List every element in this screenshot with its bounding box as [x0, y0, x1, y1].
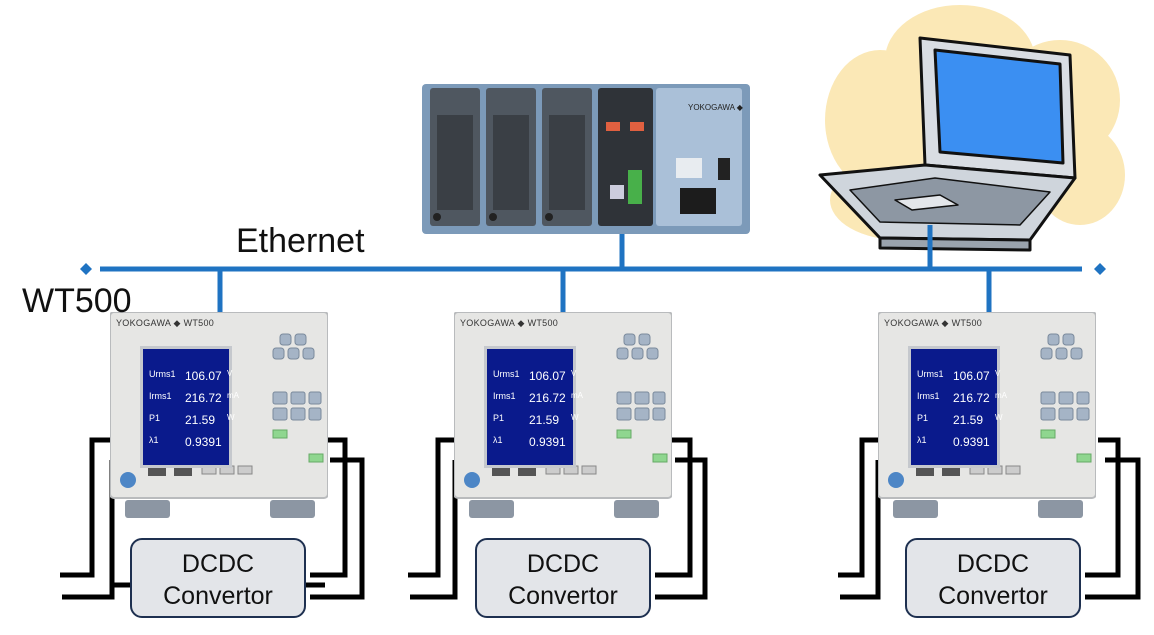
- converter-line1: DCDC: [181, 550, 255, 578]
- reading-row: Urms1 106.07 V: [149, 369, 232, 383]
- reading-name: P1: [917, 413, 929, 423]
- reading-unit: mA: [995, 391, 1007, 400]
- converter-line2: Convertor: [163, 582, 273, 610]
- reading-value: 106.07: [953, 369, 990, 383]
- reading-name: Urms1: [149, 369, 176, 379]
- reading-name: Irms1: [917, 391, 940, 401]
- dcdc-converter-box: DCDC Convertor: [130, 538, 306, 618]
- power-analyzer-icon: YOKOGAWA ◆ WT500 Urms1 106.07 V Irms1 216.7…: [454, 312, 672, 518]
- reading-row: P1 21.59 W: [149, 413, 235, 427]
- reading-name: λ1: [149, 435, 159, 445]
- reading-name: P1: [493, 413, 505, 423]
- converter-line1: DCDC: [526, 550, 600, 578]
- reading-name: Irms1: [149, 391, 172, 401]
- analyzer-brand: YOKOGAWA ◆ WT500: [460, 318, 559, 328]
- reading-unit: mA: [571, 391, 583, 400]
- reading-row: λ1 0.9391: [917, 435, 993, 449]
- reading-name: Urms1: [493, 369, 520, 379]
- dcdc-converter-box: DCDC Convertor: [475, 538, 651, 618]
- reading-name: λ1: [493, 435, 503, 445]
- analyzer-brand: YOKOGAWA ◆ WT500: [116, 318, 215, 328]
- reading-unit: mA: [227, 391, 239, 400]
- analyzer-brand: YOKOGAWA ◆ WT500: [884, 318, 983, 328]
- power-analyzer-icon: YOKOGAWA ◆ WT500 Urms1 106.07 V Irms1 216.7…: [878, 312, 1096, 518]
- reading-row: Urms1 106.07 V: [917, 369, 1000, 383]
- reading-unit: W: [571, 413, 579, 422]
- cables: [60, 437, 1141, 600]
- reading-unit: V: [571, 369, 577, 378]
- reading-row: P1 21.59 W: [917, 413, 1003, 427]
- reading-value: 106.07: [185, 369, 222, 383]
- converter-line2: Convertor: [508, 582, 618, 610]
- reading-name: P1: [149, 413, 161, 423]
- reading-value: 21.59: [529, 413, 560, 427]
- reading-row: P1 21.59 W: [493, 413, 579, 427]
- reading-row: Irms1 216.72 mA: [149, 391, 239, 405]
- reading-name: Urms1: [917, 369, 944, 379]
- reading-value: 0.9391: [953, 435, 990, 449]
- bus-terminator-left: [80, 263, 92, 275]
- bus-terminator-right: [1094, 263, 1106, 275]
- reading-value: 21.59: [185, 413, 216, 427]
- reading-value: 216.72: [953, 391, 990, 405]
- reading-value: 0.9391: [185, 435, 222, 449]
- reading-value: 216.72: [185, 391, 222, 405]
- power-analyzer-icon: YOKOGAWA ◆ WT500 Urms1 106.07 V Irms1 216.7…: [110, 312, 328, 518]
- analyzer-screen: Urms1 106.07 V Irms1 216.72 mA P1 21.59 W λ1 0.…: [908, 346, 1007, 468]
- reading-value: 0.9391: [529, 435, 566, 449]
- device-name-label: WT500: [22, 282, 132, 320]
- reading-unit: V: [227, 369, 233, 378]
- ethernet-label: Ethernet: [236, 222, 365, 260]
- reading-row: Irms1 216.72 mA: [493, 391, 583, 405]
- converter-line2: Convertor: [938, 582, 1048, 610]
- converter-line1: DCDC: [956, 550, 1030, 578]
- daq-device-icon: [422, 84, 750, 234]
- reading-row: Irms1 216.72 mA: [917, 391, 1007, 405]
- reading-unit: V: [995, 369, 1001, 378]
- reading-name: Irms1: [493, 391, 516, 401]
- reading-unit: W: [227, 413, 235, 422]
- reading-row: Urms1 106.07 V: [493, 369, 576, 383]
- reading-value: 106.07: [529, 369, 566, 383]
- reading-value: 21.59: [953, 413, 984, 427]
- reading-row: λ1 0.9391: [493, 435, 569, 449]
- laptop-icon: [818, 36, 1077, 252]
- reading-name: λ1: [917, 435, 927, 445]
- daq-brand-text: YOKOGAWA ◆: [688, 103, 744, 112]
- analyzer-screen: Urms1 106.07 V Irms1 216.72 mA P1 21.59 W λ1 0.…: [484, 346, 583, 468]
- analyzer-screen: Urms1 106.07 V Irms1 216.72 mA P1 21.59 W λ1 0.…: [140, 346, 239, 468]
- reading-value: 216.72: [529, 391, 566, 405]
- reading-unit: W: [995, 413, 1003, 422]
- dcdc-converter-box: DCDC Convertor: [905, 538, 1081, 618]
- reading-row: λ1 0.9391: [149, 435, 225, 449]
